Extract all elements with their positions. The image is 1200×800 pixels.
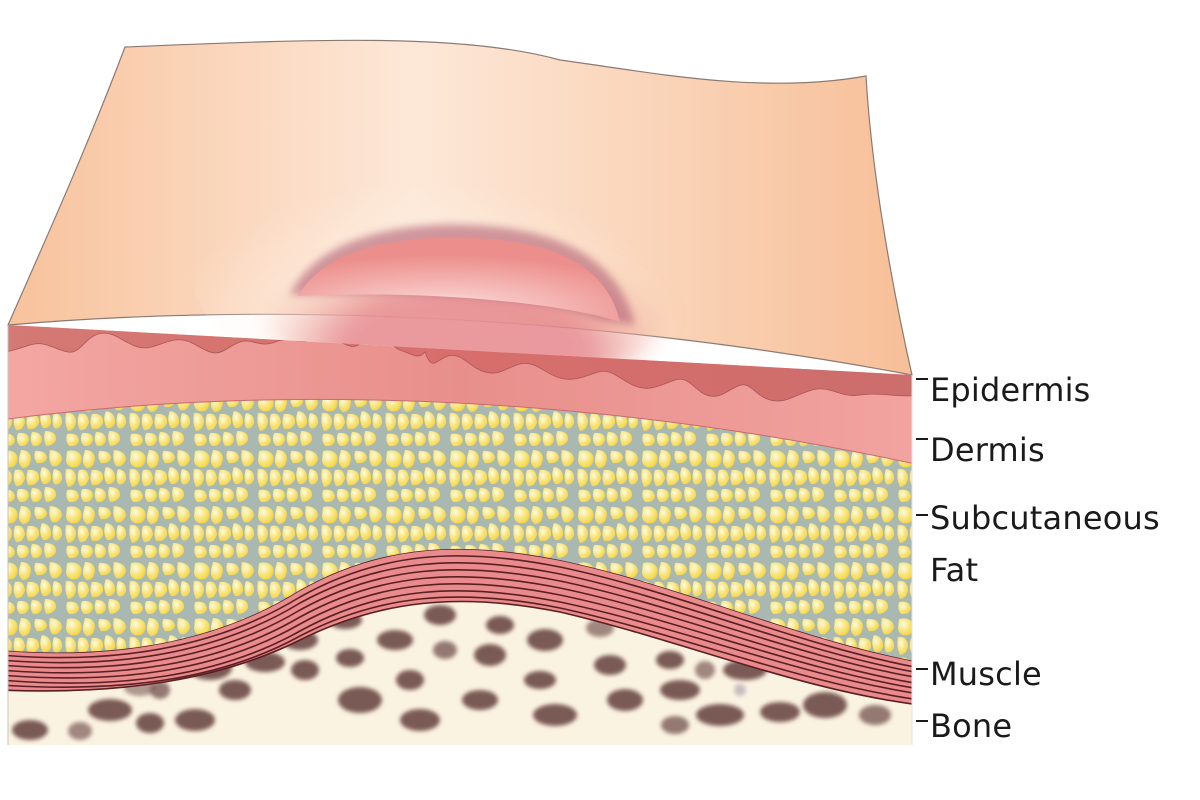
label-dermis: Dermis — [916, 432, 1045, 468]
leader-line — [916, 720, 928, 722]
subcutaneous-fat-layer — [8, 394, 912, 662]
label-bone: Bone — [916, 708, 1012, 744]
leader-line — [916, 514, 928, 516]
muscle-layer — [8, 548, 912, 706]
leader-line — [916, 378, 928, 380]
leader-line — [916, 668, 928, 670]
leader-line — [916, 438, 928, 440]
label-fat: Fat — [930, 551, 979, 589]
label-subcutaneous: Subcutaneous — [916, 500, 1160, 536]
label-muscle: Muscle — [916, 656, 1042, 692]
label-epidermis: Epidermis — [916, 372, 1091, 408]
